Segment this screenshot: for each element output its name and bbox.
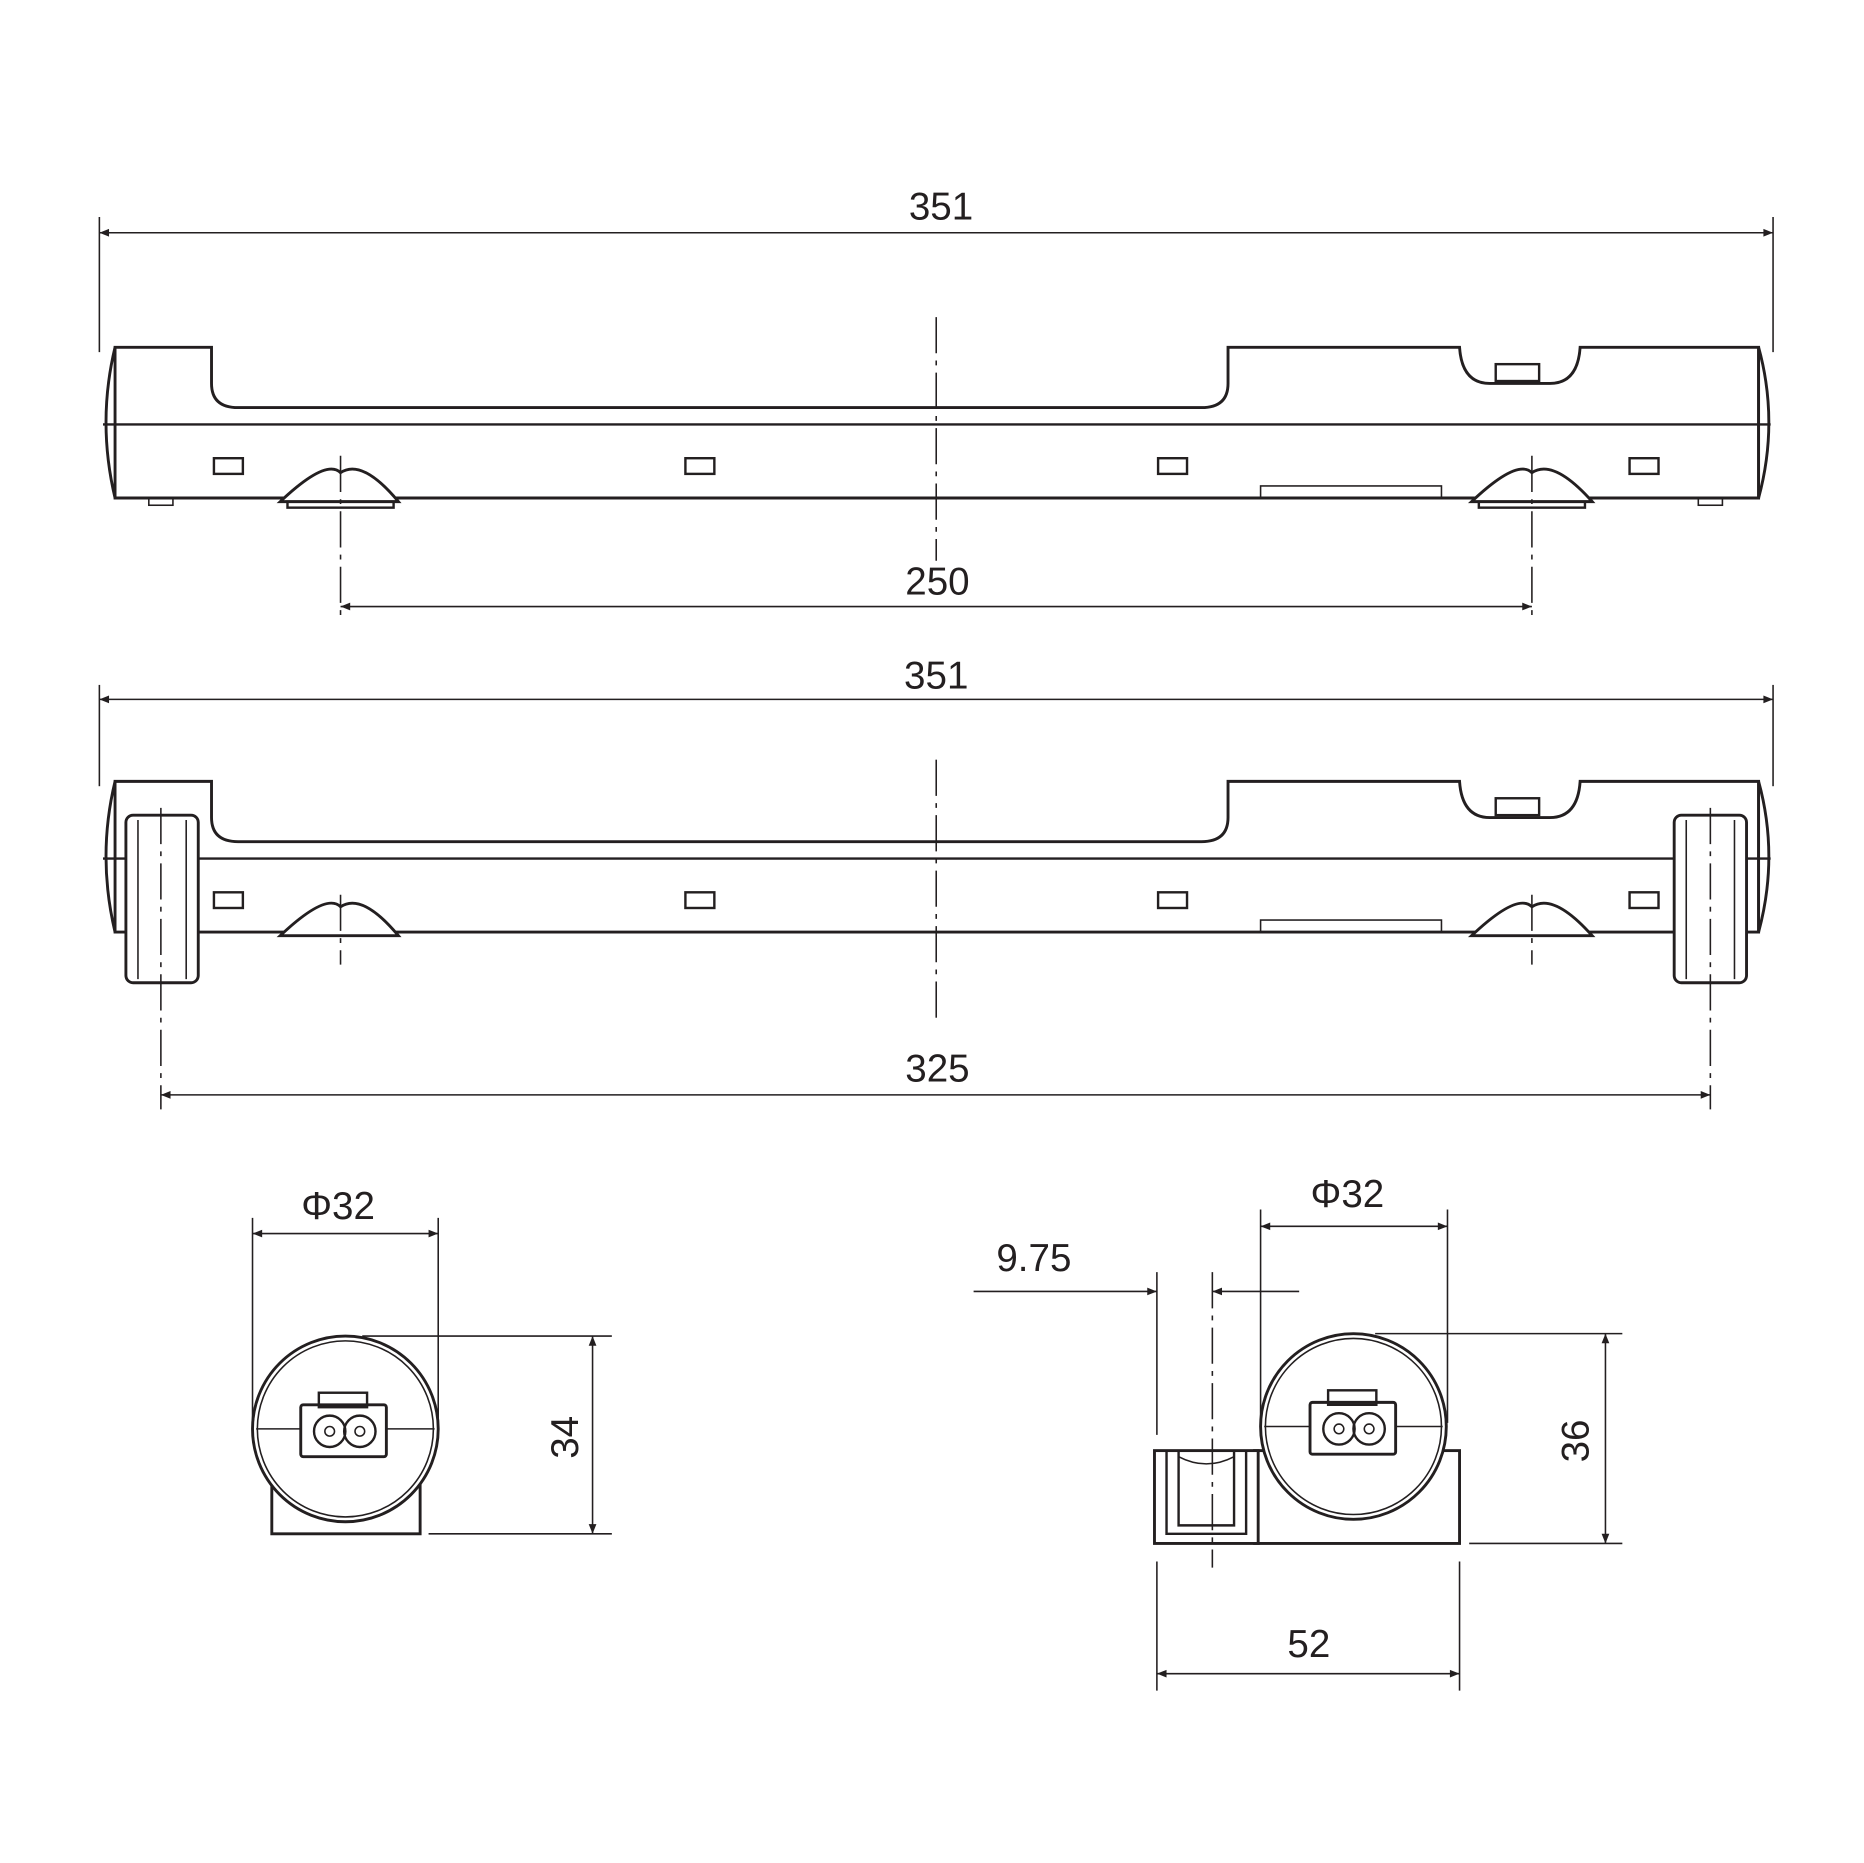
connector-socket bbox=[1308, 1389, 1398, 1456]
clip-slot bbox=[212, 457, 245, 476]
dimension-label-9-75: 9.75 bbox=[996, 1237, 1071, 1280]
end-view-right: Φ32 9.75 36 52 bbox=[973, 1173, 1623, 1691]
connector-socket bbox=[299, 1391, 388, 1459]
end-bracket-left bbox=[124, 813, 200, 985]
dimension-label-351: 351 bbox=[904, 655, 968, 698]
dimension-label-250: 250 bbox=[905, 560, 969, 603]
dimension-label-351: 351 bbox=[909, 185, 973, 228]
dimension-label-52: 52 bbox=[1287, 1623, 1330, 1666]
clip-slot bbox=[1156, 457, 1189, 476]
dimension-label-34: 34 bbox=[544, 1416, 587, 1459]
dimension-label-diameter: Φ32 bbox=[1311, 1173, 1385, 1216]
mounting-channel bbox=[1153, 1449, 1260, 1545]
dimension-label-325: 325 bbox=[905, 1048, 969, 1091]
top-view: 351 250 bbox=[98, 185, 1774, 621]
clip-slot bbox=[1628, 457, 1660, 476]
end-view-left: Φ32 34 bbox=[251, 1185, 612, 1536]
bracket-view: 351 325 bbox=[98, 655, 1774, 1110]
dimension-label-diameter: Φ32 bbox=[301, 1185, 375, 1228]
dimension-label-36: 36 bbox=[1555, 1420, 1598, 1463]
clip-slot bbox=[684, 457, 716, 476]
